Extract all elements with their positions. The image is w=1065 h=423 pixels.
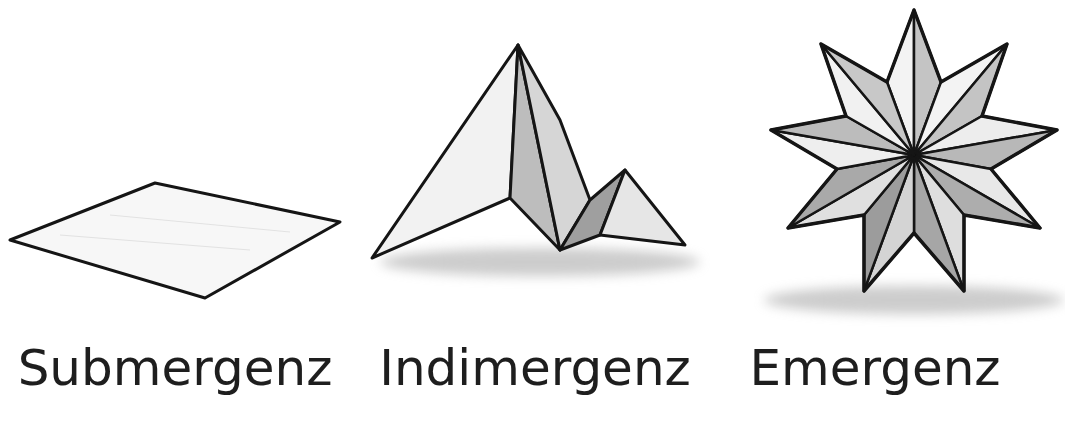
caption-label: Submergenz [18, 338, 333, 398]
caption-label: Emergenz [749, 338, 1000, 398]
folded-star [764, 10, 1064, 314]
caption-label: Indimergenz [379, 338, 691, 398]
folded-peak [372, 45, 700, 276]
flat-sheet [10, 183, 340, 298]
